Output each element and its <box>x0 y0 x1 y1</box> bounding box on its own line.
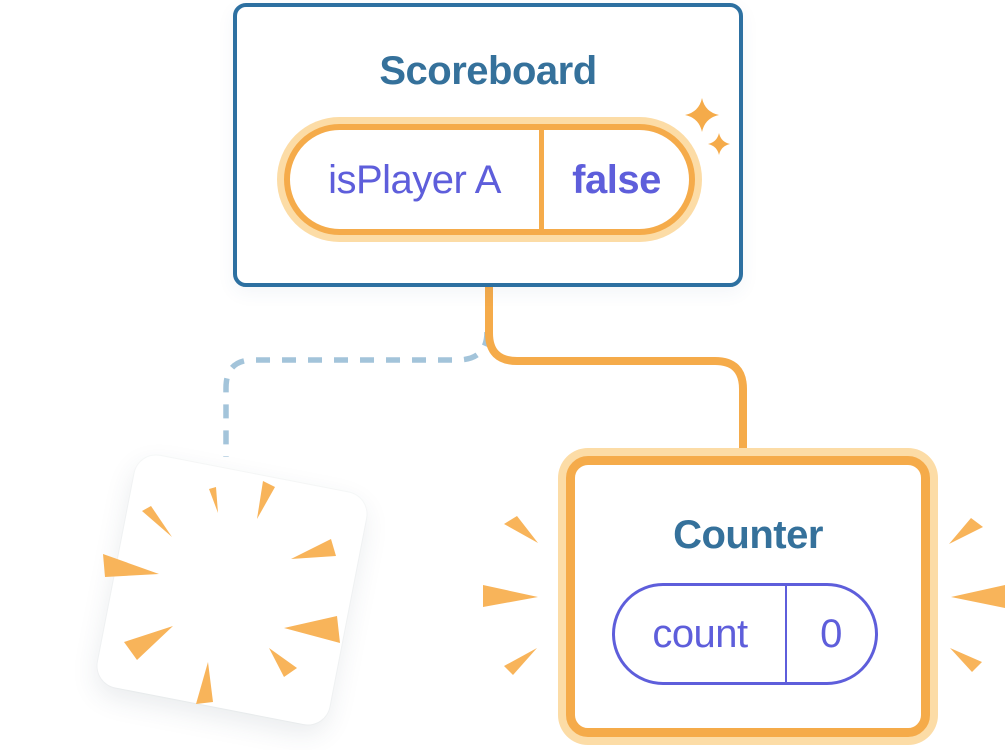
counter-state-label: count <box>652 612 748 656</box>
scoreboard-state-value: false <box>572 157 661 202</box>
destroyed-branch-dashed-connector <box>223 331 490 457</box>
counter-state-pill: count 0 <box>612 583 878 685</box>
counter-title: Counter <box>673 513 823 557</box>
scoreboard-component-card: Scoreboard isPlayer A false <box>233 3 743 287</box>
counter-component-card: Counter count 0 <box>566 456 930 737</box>
pill-divider <box>785 586 787 682</box>
pill-divider <box>539 130 544 229</box>
scoreboard-title: Scoreboard <box>379 49 597 93</box>
destroyed-component-card <box>93 451 371 729</box>
counter-state-value: 0 <box>820 612 842 656</box>
scoreboard-state-pill: isPlayer A false <box>284 124 695 235</box>
preserved-branch-connector <box>485 285 747 453</box>
scoreboard-state-label: isPlayer A <box>328 157 501 202</box>
